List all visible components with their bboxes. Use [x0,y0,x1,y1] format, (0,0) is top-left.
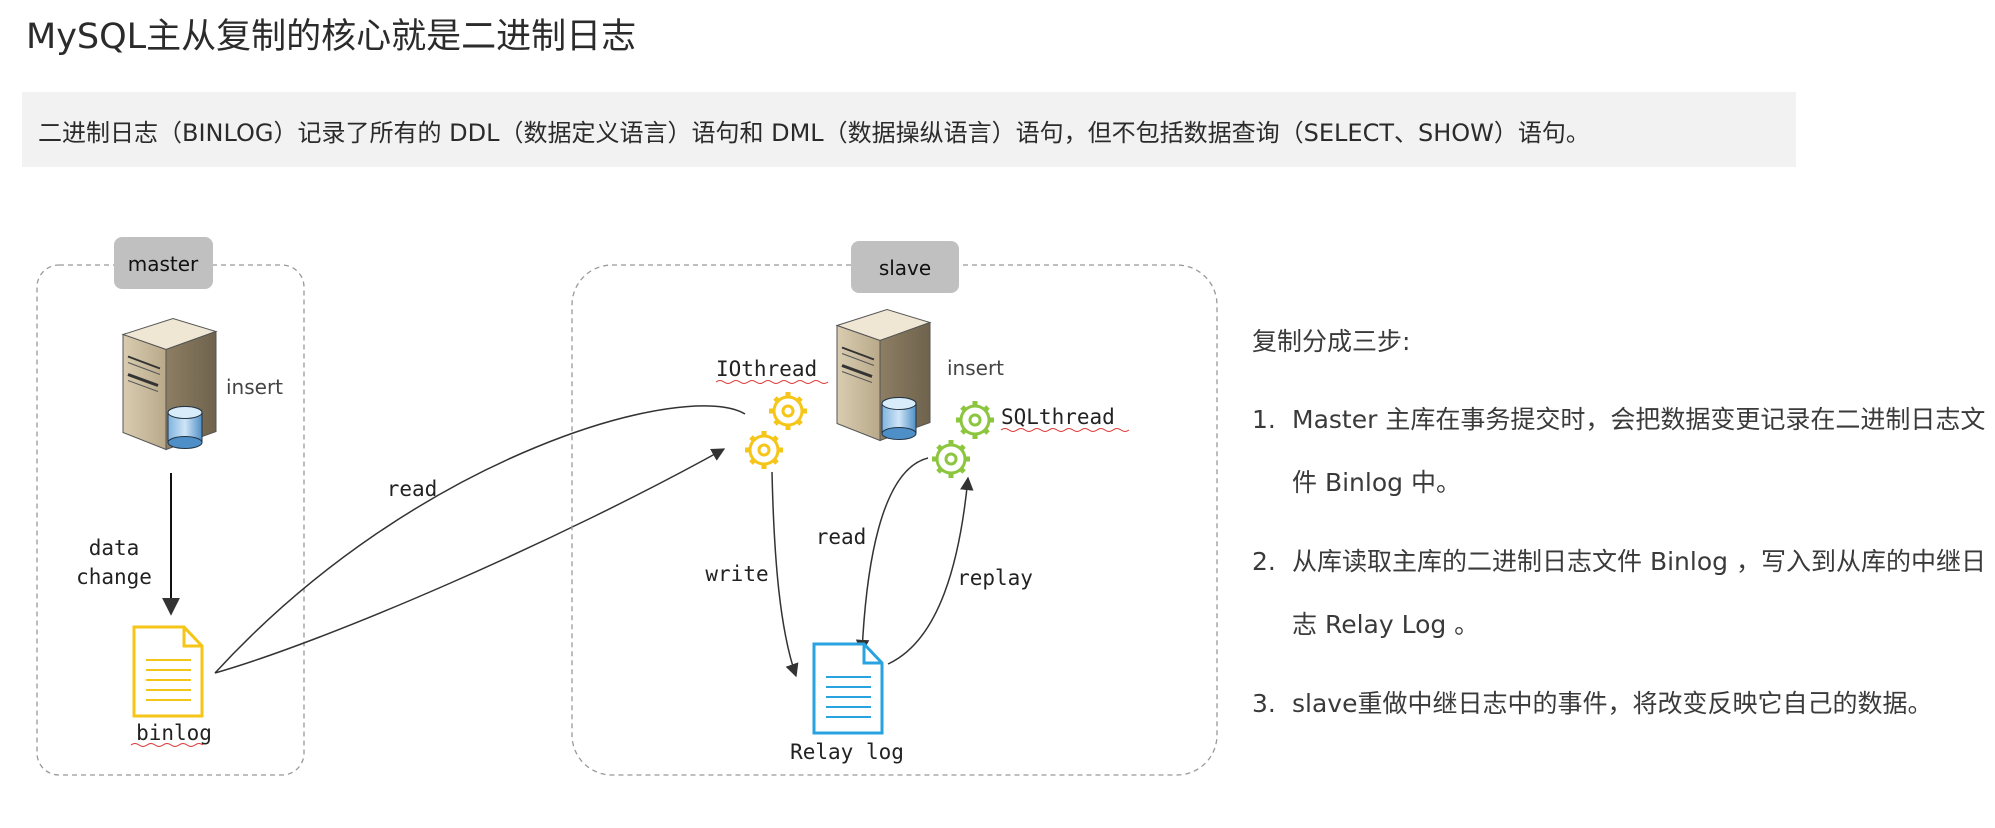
step-number: 2. [1252,547,1276,576]
read-right-arrow [855,457,929,654]
io-thread-underline [715,380,829,384]
binlog-label: binlog [136,721,212,745]
page-title: MySQL主从复制的核心就是二进制日志 [26,17,637,57]
master-label-box [114,237,213,289]
steps-heading: 复制分成三步: [1252,327,1411,356]
binlog-file-icon [132,625,204,718]
binlog-underline [130,743,204,747]
sql-gear-icon [932,401,994,478]
write-label: write [705,562,768,586]
step-number: 3. [1252,689,1276,718]
write-arrow [771,471,799,678]
sql-thread-underline [1000,428,1130,432]
step-number: 1. [1252,405,1276,434]
step-item: 2. 从库读取主库的二进制日志文件 Binlog ，写入到从库的中继日志 Rel… [1252,530,1987,656]
io-gear-icon [745,392,807,469]
note-text: 二进制日志（BINLOG）记录了所有的 DDL（数据定义语言）语句和 DML（数… [38,119,1590,147]
step-text: Master 主库在事务提交时，会把数据变更记录在二进制日志文件 Binlog … [1292,405,1986,497]
binlog-note: 二进制日志（BINLOG）记录了所有的 DDL（数据定义语言）语句和 DML（数… [22,92,1796,167]
step-text: 从库读取主库的二进制日志文件 Binlog ，写入到从库的中继日志 Relay … [1292,547,1986,639]
io-thread-label: IOthread [716,357,817,381]
master-server-icon [121,316,218,452]
master-insert-label: insert [226,375,283,399]
master-label: master [128,252,199,276]
step-item: 3. slave重做中继日志中的事件，将改变反映它自己的数据。 [1252,672,1987,735]
relay-log-label: Relay log [790,740,904,764]
sql-thread-label: SQLthread [1001,405,1115,429]
replication-steps: 复制分成三步: 1. Master 主库在事务提交时，会把数据变更记录在二进制日… [1252,322,1987,751]
read-left-label: read [387,477,438,501]
relay-log-file-icon [812,642,884,735]
step-item: 1. Master 主库在事务提交时，会把数据变更记录在二进制日志文件 Binl… [1252,388,1987,514]
slave-label-box [851,241,959,293]
read-curve-upper [214,405,746,674]
slave-label: slave [879,256,931,280]
replay-arrow [887,476,974,665]
data-change-line2: change [76,565,152,589]
data-change-line1: data [89,536,140,560]
read-right-label: read [816,525,867,549]
step-text: slave重做中继日志中的事件，将改变反映它自己的数据。 [1292,689,1933,718]
slave-server-icon [835,307,932,443]
slave-insert-label: insert [947,356,1004,380]
read-curve-lower [214,448,726,674]
replay-label: replay [957,566,1033,590]
